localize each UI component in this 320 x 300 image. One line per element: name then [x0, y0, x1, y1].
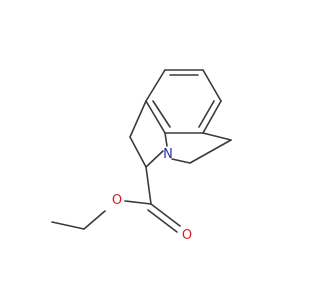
bond-n-ring [164, 132, 168, 147]
bond-ch2-ch2 [189, 139, 232, 164]
atom-label-carbonyl-oxygen: O [182, 228, 192, 243]
bond-ch2-ring [202, 132, 232, 141]
molecule-diagram: N O O [51, 69, 232, 243]
bond-ch-n [145, 150, 164, 168]
bond-c-ch2-left [129, 100, 147, 138]
bond-ring-6 [145, 69, 166, 102]
bond-carbonyl-o [150, 203, 181, 227]
bond-ring-3-inner [198, 100, 215, 128]
bond-ring-3 [202, 100, 222, 134]
bond-oether-ch2 [83, 210, 106, 230]
atom-label-nitrogen: N [163, 147, 173, 162]
bond-carbonyl-oether [124, 200, 152, 205]
structure-canvas: N O O [51, 69, 232, 243]
atom-label-ether-oxygen: O [112, 193, 122, 208]
bond-n-ch2 [171, 158, 191, 164]
bond-ring-5-inner [152, 100, 171, 128]
bond-ring-5 [145, 100, 166, 134]
bond-carbonyl-o-double [147, 209, 178, 233]
bond-ch2-ch3 [51, 221, 85, 230]
bond-ch-carbonyl [145, 166, 152, 205]
bond-ch2-ch [129, 136, 147, 168]
bond-ring-2 [202, 69, 222, 102]
